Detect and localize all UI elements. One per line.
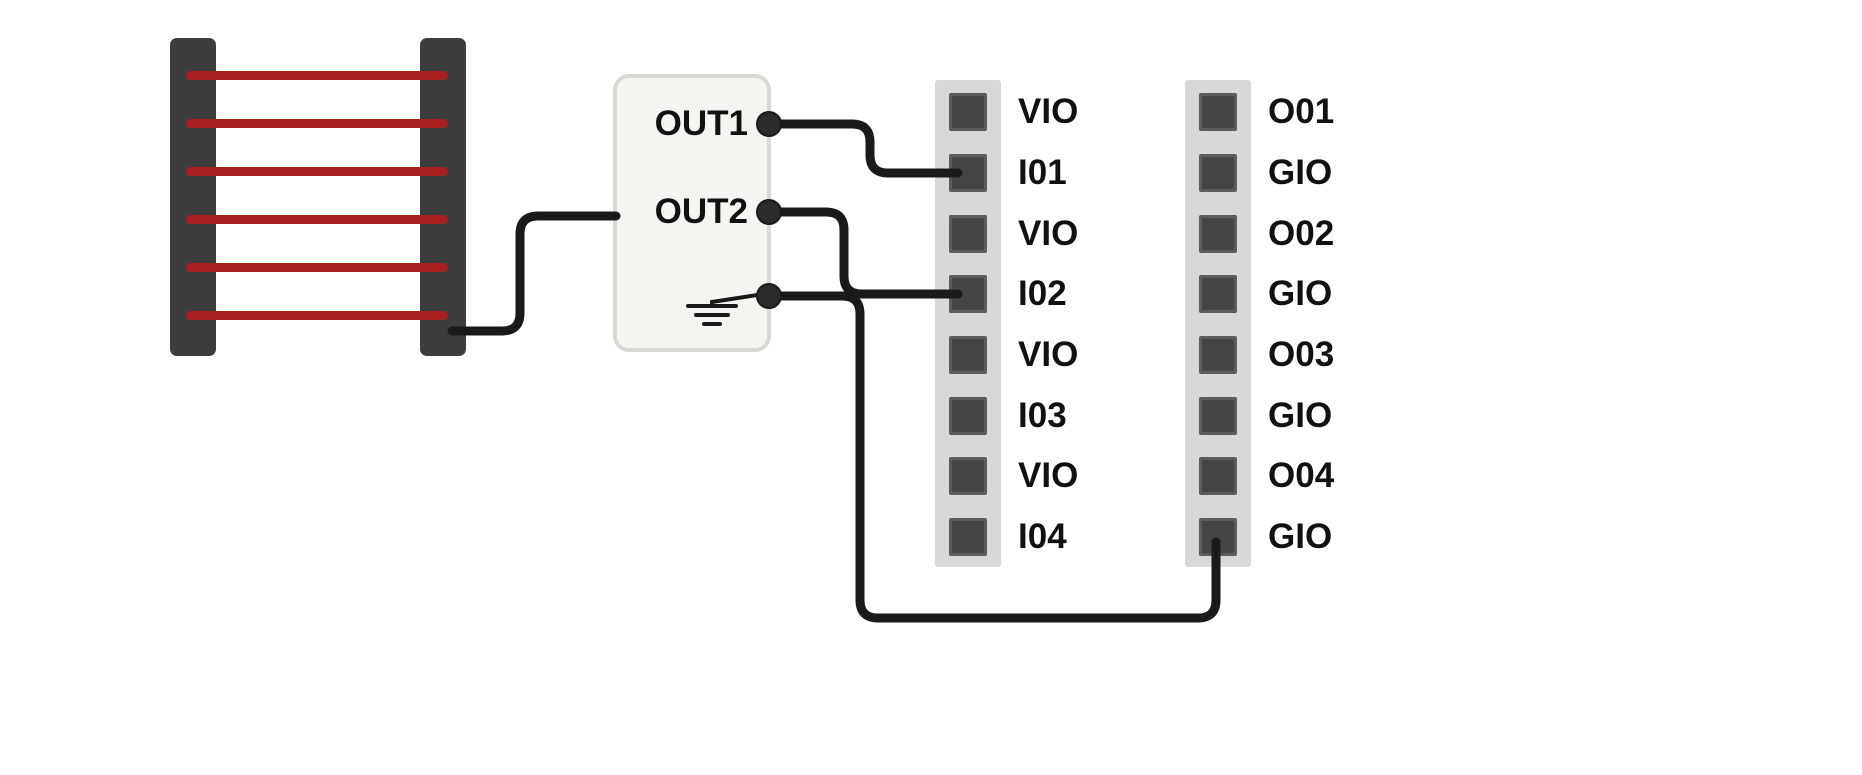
output-terminal-label: O04: [1268, 456, 1335, 495]
wire-curtain-to-out2: [447, 211, 621, 336]
ground-pin[interactable]: [756, 283, 782, 309]
light-curtain-right-bar: [420, 38, 466, 356]
input-terminal-pin[interactable]: [949, 518, 987, 556]
input-terminal-pin[interactable]: [949, 336, 987, 374]
output-terminal-pin[interactable]: [1199, 518, 1237, 556]
light-beam: [186, 71, 448, 80]
input-terminal-label: VIO: [1018, 92, 1079, 131]
input-terminal-pin[interactable]: [949, 93, 987, 131]
light-curtain-left-bar: [170, 38, 216, 356]
input-terminal-pin[interactable]: [949, 397, 987, 435]
out1-label: OUT1: [654, 104, 748, 143]
input-terminal-label: VIO: [1018, 335, 1079, 374]
output-terminal-label: O03: [1268, 335, 1335, 374]
input-terminal-label: I02: [1018, 274, 1067, 313]
input-terminal-label: I03: [1018, 396, 1067, 435]
out1-pin[interactable]: [756, 111, 782, 137]
input-terminal-pin[interactable]: [949, 457, 987, 495]
output-terminal-label: O02: [1268, 214, 1335, 253]
out2-pin[interactable]: [756, 199, 782, 225]
output-terminal-pin[interactable]: [1199, 275, 1237, 313]
light-beam: [186, 311, 448, 320]
wire-out2-to-i02: [765, 207, 963, 299]
output-terminal-pin[interactable]: [1199, 397, 1237, 435]
input-terminal-strip: [935, 80, 1001, 567]
input-terminal-label: VIO: [1018, 456, 1079, 495]
output-terminal-pin[interactable]: [1199, 154, 1237, 192]
light-beam: [186, 119, 448, 128]
output-terminal-pin[interactable]: [1199, 336, 1237, 374]
output-terminal-label: GIO: [1268, 396, 1333, 435]
input-terminal-label: I01: [1018, 153, 1067, 192]
out2-label: OUT2: [654, 192, 748, 231]
output-terminal-pin[interactable]: [1199, 215, 1237, 253]
light-beam: [186, 215, 448, 224]
output-terminal-strip: [1185, 80, 1251, 567]
output-terminal-pin[interactable]: [1199, 93, 1237, 131]
output-terminal-pin[interactable]: [1199, 457, 1237, 495]
output-terminal-label: O01: [1268, 92, 1335, 131]
input-terminal-pin[interactable]: [949, 154, 987, 192]
light-beam: [186, 167, 448, 176]
input-terminal-pin[interactable]: [949, 275, 987, 313]
output-terminal-label: GIO: [1268, 517, 1333, 556]
input-terminal-pin[interactable]: [949, 215, 987, 253]
output-terminal-label: GIO: [1268, 153, 1333, 192]
wire-out1-to-i01: [765, 119, 963, 178]
output-terminal-label: GIO: [1268, 274, 1333, 313]
input-terminal-label: VIO: [1018, 214, 1079, 253]
input-terminal-label: I04: [1018, 517, 1067, 556]
light-beam: [186, 263, 448, 272]
